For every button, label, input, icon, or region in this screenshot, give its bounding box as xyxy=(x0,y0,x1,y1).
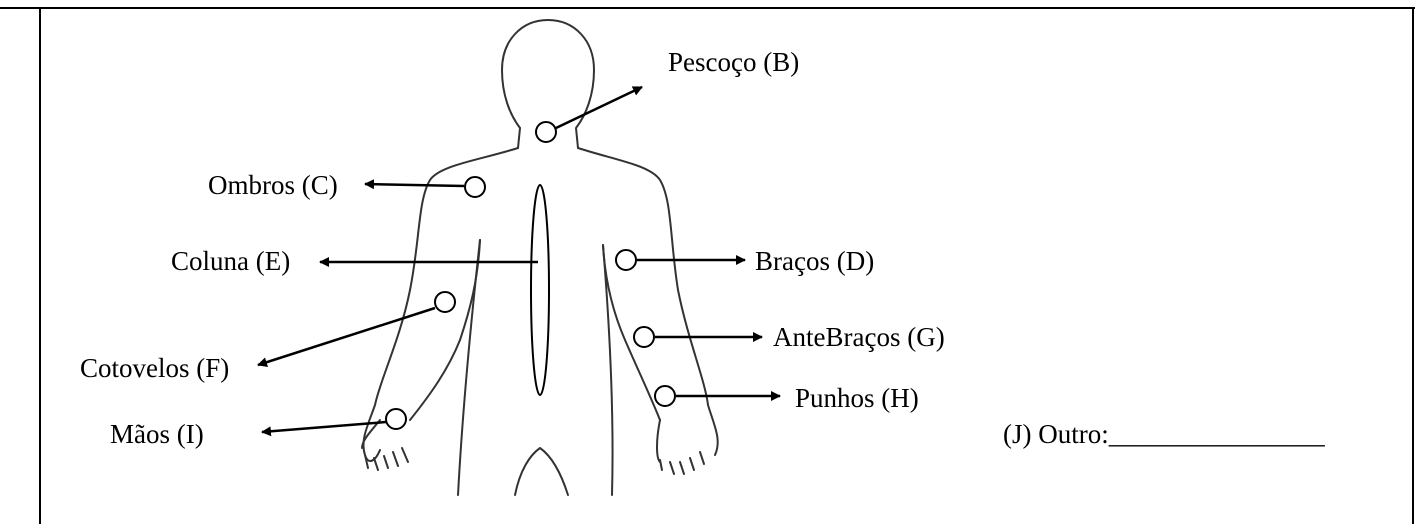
label-spine: Coluna (E) xyxy=(171,246,290,276)
label-neck: Pescoço (B) xyxy=(668,47,799,77)
marker-forearm xyxy=(634,327,654,347)
body-silhouette xyxy=(362,20,718,495)
label-shoulders: Ombros (C) xyxy=(208,170,338,200)
label-hands: Mãos (I) xyxy=(110,419,204,449)
label-wrists: Punhos (H) xyxy=(795,383,919,413)
marker-hand xyxy=(386,409,406,429)
marker-neck xyxy=(536,122,556,142)
marker-shoulder xyxy=(465,177,485,197)
spine-marker xyxy=(531,185,549,395)
label-other: (J) Outro:________________ xyxy=(1003,419,1325,449)
label-arms: Braços (D) xyxy=(755,246,874,276)
arrow-elbow xyxy=(258,308,435,365)
marker-wrist xyxy=(655,386,675,406)
label-elbows: Cotovelos (F) xyxy=(80,353,229,383)
arrow-neck xyxy=(556,87,642,128)
marker-elbow xyxy=(435,292,455,312)
arrow-shoulder xyxy=(365,184,464,186)
label-forearms: AnteBraços (G) xyxy=(773,322,945,352)
marker-arm xyxy=(616,250,636,270)
